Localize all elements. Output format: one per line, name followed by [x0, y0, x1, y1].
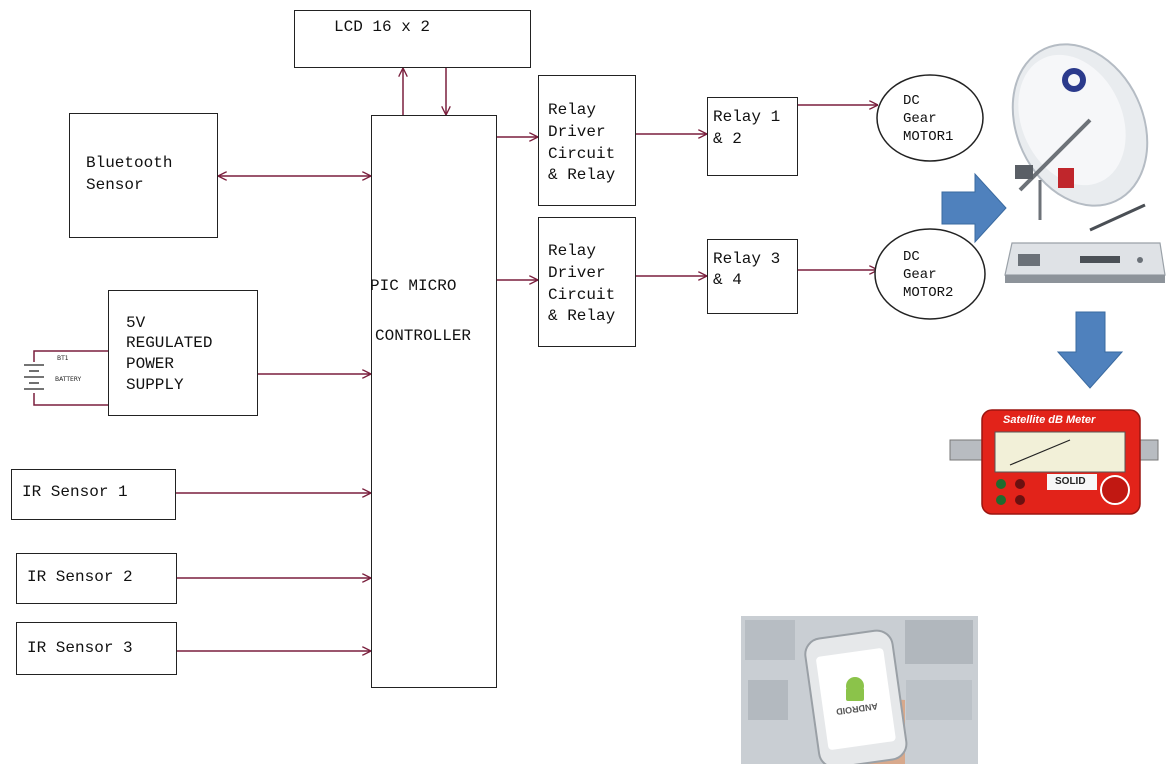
lcd-label: LCD 16 x 2: [334, 16, 430, 38]
pic-label-line2: CONTROLLER: [375, 325, 471, 347]
driver2-label-line4: & Relay: [548, 305, 615, 327]
satellite-dish-picture: [987, 22, 1167, 230]
driver1-label-line3: Circuit: [548, 143, 615, 165]
meter-title: Satellite dB Meter: [1003, 414, 1095, 426]
relay34-label-line1: Relay 3: [713, 248, 780, 270]
battery-symbol: [24, 365, 44, 389]
motor1-label-line2: Gear: [903, 110, 937, 128]
meter-brand: SOLID: [1055, 476, 1086, 487]
power-label-line3: POWER: [126, 353, 174, 375]
driver1-label-line2: Driver: [548, 121, 606, 143]
motor1-label-line1: DC: [903, 92, 920, 110]
power-label-line1: 5V: [126, 312, 145, 334]
power-label-line2: REGULATED: [126, 332, 212, 354]
driver1-label-line1: Relay: [548, 99, 596, 121]
driver2-label-line3: Circuit: [548, 284, 615, 306]
pic-label-line1: PIC MICRO: [370, 275, 456, 297]
driver2-label-line2: Driver: [548, 262, 606, 284]
android-phone-picture: [741, 616, 978, 764]
driver2-label-line1: Relay: [548, 240, 596, 262]
driver1-label-line4: & Relay: [548, 164, 615, 186]
relay12-label-line1: Relay 1: [713, 106, 780, 128]
ir-sensor-2-label: IR Sensor 2: [27, 566, 133, 588]
battery-label: BATTERY: [55, 376, 81, 383]
set-top-box-picture: [1005, 243, 1165, 283]
relay12-label-line2: & 2: [713, 128, 742, 150]
blue-arrow-down: [1058, 312, 1122, 388]
motor2-label-line3: MOTOR2: [903, 284, 953, 302]
pic-controller-block: [371, 115, 497, 688]
relay34-label-line2: & 4: [713, 269, 742, 291]
bluetooth-label-line2: Sensor: [86, 174, 144, 196]
motor2-label-line1: DC: [903, 248, 920, 266]
ir-sensor-1-label: IR Sensor 1: [22, 481, 128, 503]
motor1-label-line3: MOTOR1: [903, 128, 953, 146]
ir-sensor-3-label: IR Sensor 3: [27, 637, 133, 659]
bluetooth-label-line1: Bluetooth: [86, 152, 172, 174]
motor2-label-line2: Gear: [903, 266, 937, 284]
battery-ref-label: BT1: [57, 355, 69, 362]
power-label-line4: SUPPLY: [126, 374, 184, 396]
